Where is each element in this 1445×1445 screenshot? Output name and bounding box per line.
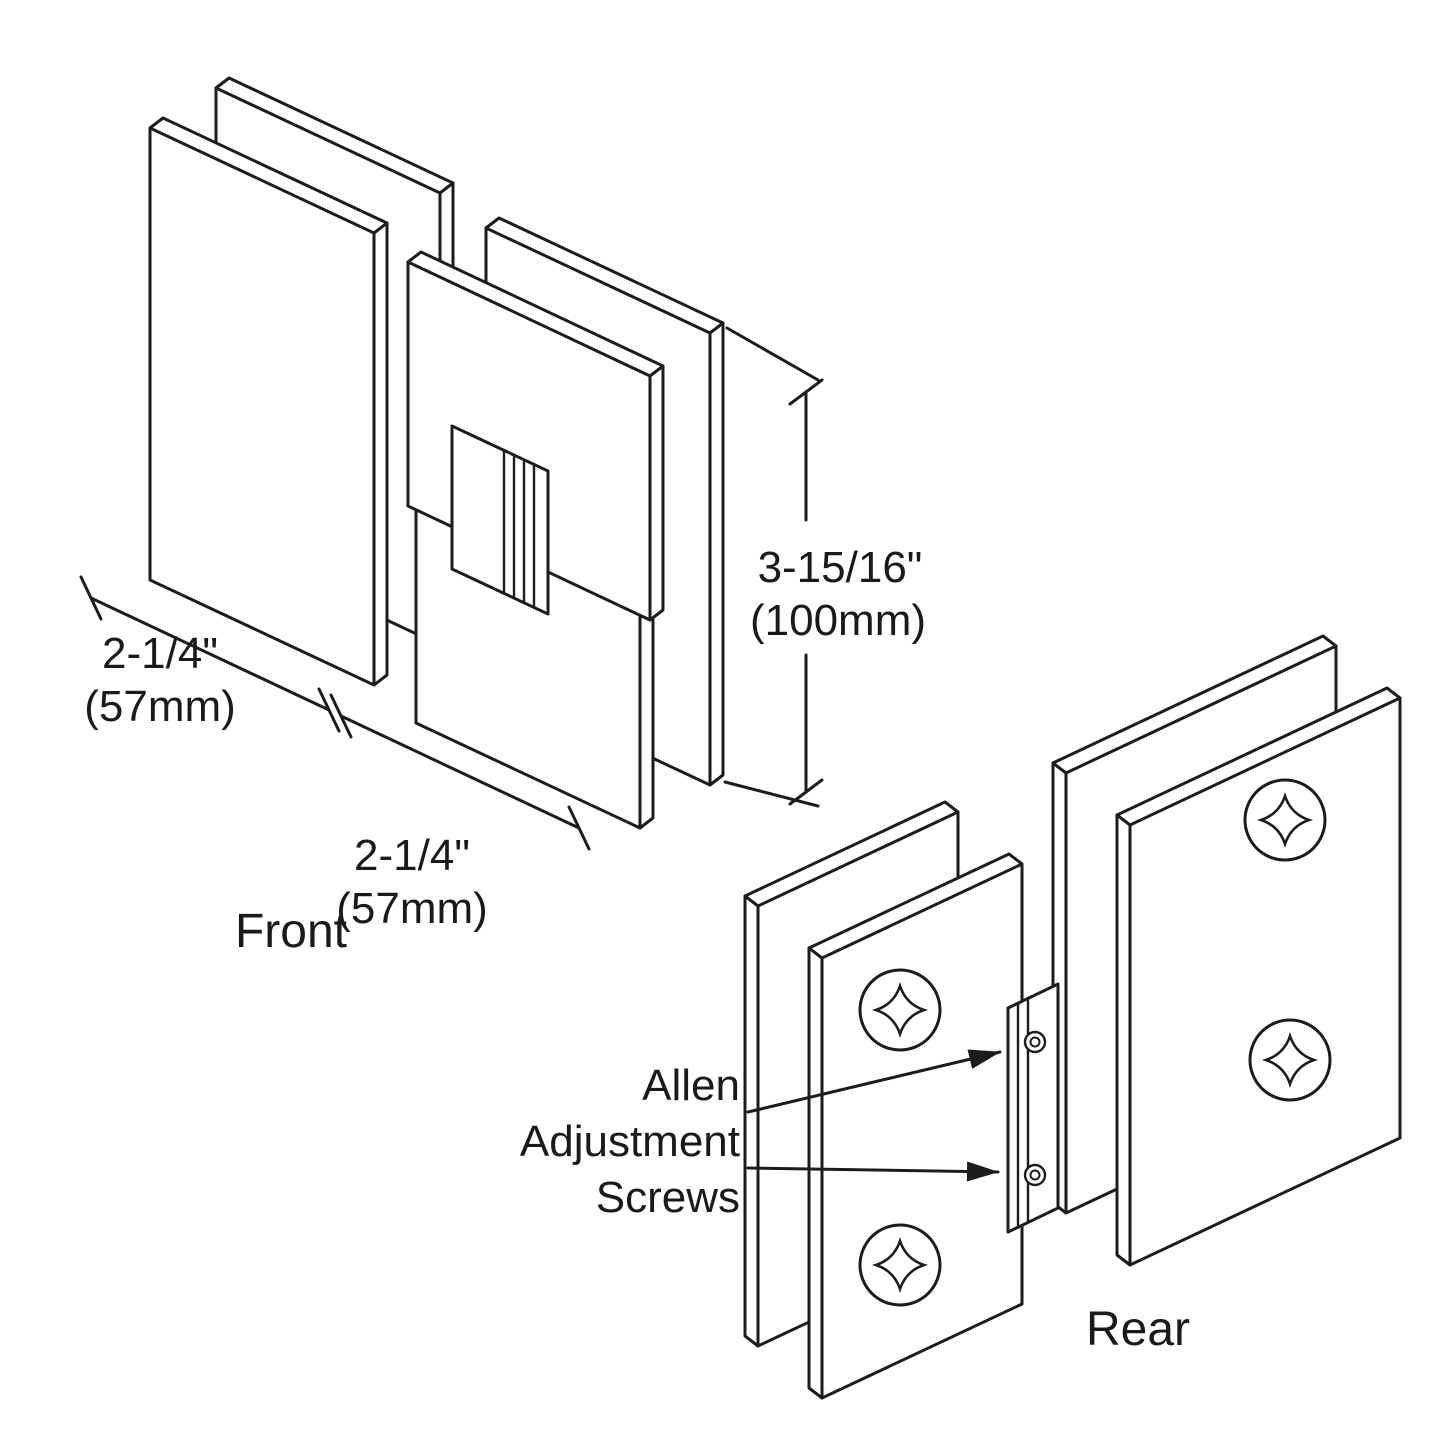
dimension-tick bbox=[79, 575, 103, 621]
phillips-screw-icon bbox=[858, 968, 942, 1052]
phillips-screw-icon bbox=[858, 1223, 942, 1307]
plate-outline bbox=[148, 116, 389, 687]
plate-edges bbox=[807, 862, 1024, 1400]
rear-left-near-plate bbox=[807, 852, 1024, 1400]
plate-outline bbox=[1115, 686, 1402, 1267]
phillips-screw-icon bbox=[1248, 1018, 1332, 1102]
callout-line-1: Allen bbox=[642, 1061, 740, 1110]
dimension-left-width: 2-1/4" (57mm) bbox=[79, 575, 341, 733]
dim-left-width-mm: (57mm) bbox=[84, 682, 236, 731]
front-left-front-plate bbox=[148, 116, 389, 687]
dim-height-mm: (100mm) bbox=[750, 596, 926, 645]
dim-center-width-mm: (57mm) bbox=[336, 884, 488, 933]
extension-line bbox=[723, 780, 820, 808]
front-hinge-body bbox=[406, 250, 665, 622]
dimension-line bbox=[89, 596, 331, 712]
front-view: 2-1/4" (57mm) 2-1/4" (57mm) 3-15/16" (10… bbox=[79, 76, 926, 958]
dimension-center-width: 2-1/4" (57mm) bbox=[329, 693, 591, 933]
plate-outline bbox=[807, 852, 1024, 1400]
plate-edges bbox=[1051, 644, 1338, 1215]
dim-left-width-inches: 2-1/4" bbox=[102, 629, 218, 678]
callout-line-2: Adjustment bbox=[520, 1117, 740, 1166]
plate-edges bbox=[148, 126, 389, 687]
plate-edges bbox=[484, 226, 725, 787]
allen-screw-icon bbox=[1023, 1163, 1047, 1187]
callout-arrow bbox=[746, 1161, 1000, 1182]
allen-screw-icon bbox=[1023, 1030, 1047, 1054]
dimension-tick bbox=[329, 693, 353, 739]
barrel-slot-lines bbox=[502, 448, 536, 609]
dimension-tick bbox=[317, 687, 341, 733]
dim-center-width-inches: 2-1/4" bbox=[354, 831, 470, 880]
dimension-tick bbox=[567, 805, 591, 851]
dimension-tick bbox=[788, 778, 824, 806]
rear-view: Allen Adjustment Screws Rear bbox=[520, 634, 1402, 1400]
dimension-height: 3-15/16" (100mm) bbox=[723, 326, 926, 808]
rear-caption: Rear bbox=[1086, 1303, 1190, 1356]
allen-screws-callout: Allen Adjustment Screws bbox=[520, 1049, 1002, 1222]
plate-edges bbox=[743, 810, 960, 1348]
extension-line bbox=[725, 326, 820, 382]
hinge-body-edges bbox=[406, 260, 665, 622]
rear-hinge-barrel bbox=[1006, 982, 1060, 1234]
dimension-tick bbox=[788, 378, 824, 406]
phillips-screw-icon bbox=[1243, 778, 1327, 862]
barrel-outline bbox=[1006, 982, 1060, 1234]
dim-height-inches: 3-15/16" bbox=[758, 543, 923, 592]
rear-right-near-plate bbox=[1115, 686, 1402, 1267]
dimension-line bbox=[339, 714, 581, 830]
front-caption: Front bbox=[235, 905, 347, 958]
callout-arrow bbox=[746, 1049, 1002, 1114]
plate-edges bbox=[1115, 696, 1402, 1267]
callout-line-3: Screws bbox=[596, 1173, 740, 1222]
